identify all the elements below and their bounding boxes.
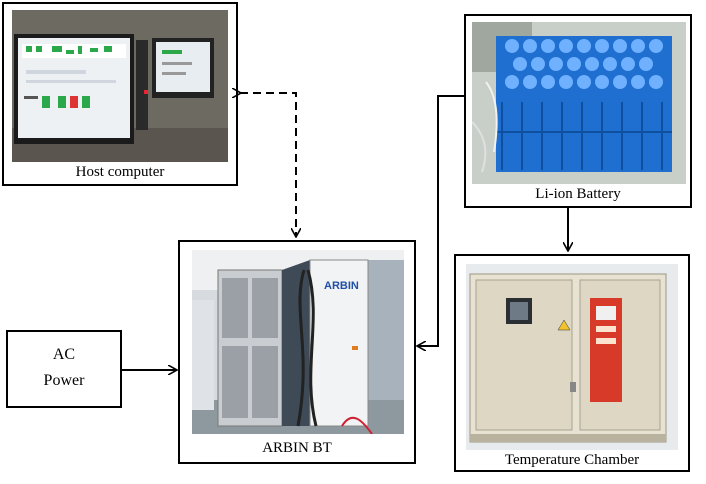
arbin-bt-label: ARBIN BT [262, 440, 332, 456]
ac-power-label-line2: Power [43, 372, 85, 389]
ac-power-box: AC Power [6, 330, 122, 408]
test-cabinet-icon [192, 250, 404, 434]
temperature-chamber-box: Temperature Chamber [454, 254, 690, 472]
temperature-chamber-photo [466, 264, 678, 450]
climate-chamber-icon [466, 264, 678, 450]
battery-box: Li-ion Battery [464, 14, 692, 208]
monitor-icon [12, 10, 228, 162]
arbin-bt-box: ARBIN ARBIN BT [178, 240, 416, 464]
host-computer-box: Host computer [2, 2, 238, 186]
temperature-chamber-label: Temperature Chamber [504, 452, 640, 468]
arbin-bt-photo: ARBIN [192, 250, 404, 434]
host-arbin-dashed-connector [240, 93, 296, 236]
battery-pack-icon [472, 22, 686, 184]
battery-photo [472, 22, 686, 184]
battery-label: Li-ion Battery [535, 186, 621, 202]
ac-power-label-line1: AC [52, 346, 76, 363]
host-computer-photo [12, 10, 228, 162]
arbin-logo: ARBIN [324, 280, 359, 292]
host-computer-label: Host computer [75, 164, 165, 180]
